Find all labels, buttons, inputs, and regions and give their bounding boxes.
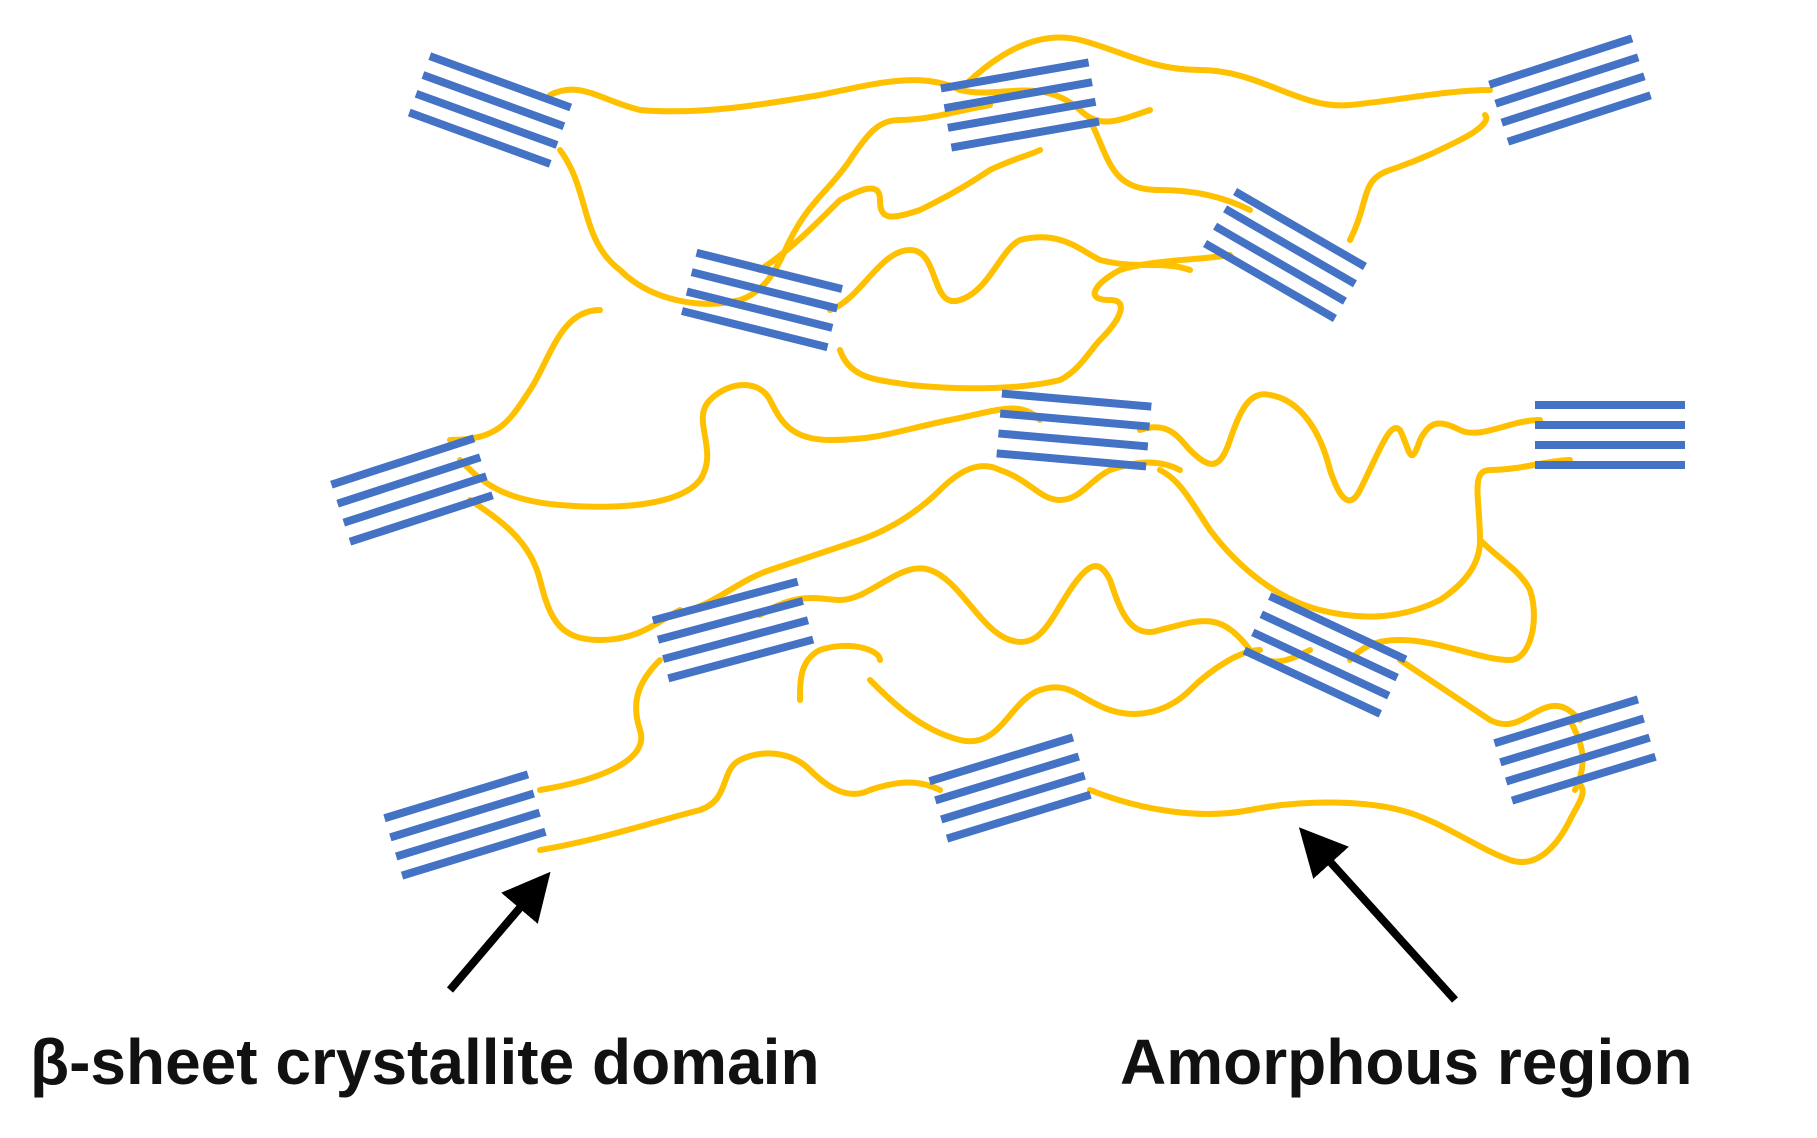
amorphous-chain	[827, 234, 1193, 313]
crystallite-domain	[1242, 592, 1408, 718]
crystallite-domain	[1488, 34, 1652, 146]
amorphous-chain	[457, 382, 1043, 510]
amorphous-chain	[547, 77, 1153, 125]
crystallite-domain	[1535, 401, 1685, 469]
crystallite-domain	[383, 770, 547, 880]
amorphous-chain	[1397, 657, 1583, 728]
amorphous-chain	[467, 497, 683, 643]
amorphous-chain	[757, 563, 1313, 665]
amorphous-chain	[1087, 117, 1253, 213]
crystallite-domain	[330, 434, 494, 546]
amorphous-chain	[1347, 112, 1490, 243]
crystallite-label: β-sheet crystallite domain	[30, 1026, 820, 1098]
amorphous-chain	[757, 147, 1043, 273]
crystallite-domains	[330, 34, 1685, 880]
crystallite-domain	[928, 733, 1092, 843]
amorphous-chain	[867, 647, 1263, 745]
arrow-to-crystallite	[446, 871, 551, 993]
amorphous-chain	[1137, 391, 1543, 504]
amorphous-chain	[1087, 777, 1586, 865]
amorphous-chain	[837, 252, 1233, 392]
crystallite-domain	[1203, 188, 1367, 322]
amorphous-chain	[537, 657, 663, 793]
amorphous-chain	[687, 459, 1183, 613]
crystallite-domain	[1493, 695, 1657, 805]
amorphous-chain	[1347, 537, 1537, 663]
callout-arrows	[446, 827, 1458, 1003]
crystallite-domain	[940, 58, 1100, 152]
amorphous-chain	[537, 750, 943, 853]
amorphous-chain	[957, 34, 1493, 109]
crystallite-domain	[407, 52, 573, 168]
amorphous-chain	[1157, 457, 1573, 620]
crystallite-domain	[681, 248, 843, 352]
arrow-to-amorphous	[1298, 827, 1458, 1003]
amorphous-chain	[447, 307, 603, 443]
amorphous-chains	[447, 34, 1586, 865]
crystallite-domain	[651, 577, 815, 683]
amorphous-chain	[797, 642, 883, 703]
amorphous-label: Amorphous region	[1120, 1026, 1693, 1098]
crystallite-domain	[996, 389, 1152, 471]
